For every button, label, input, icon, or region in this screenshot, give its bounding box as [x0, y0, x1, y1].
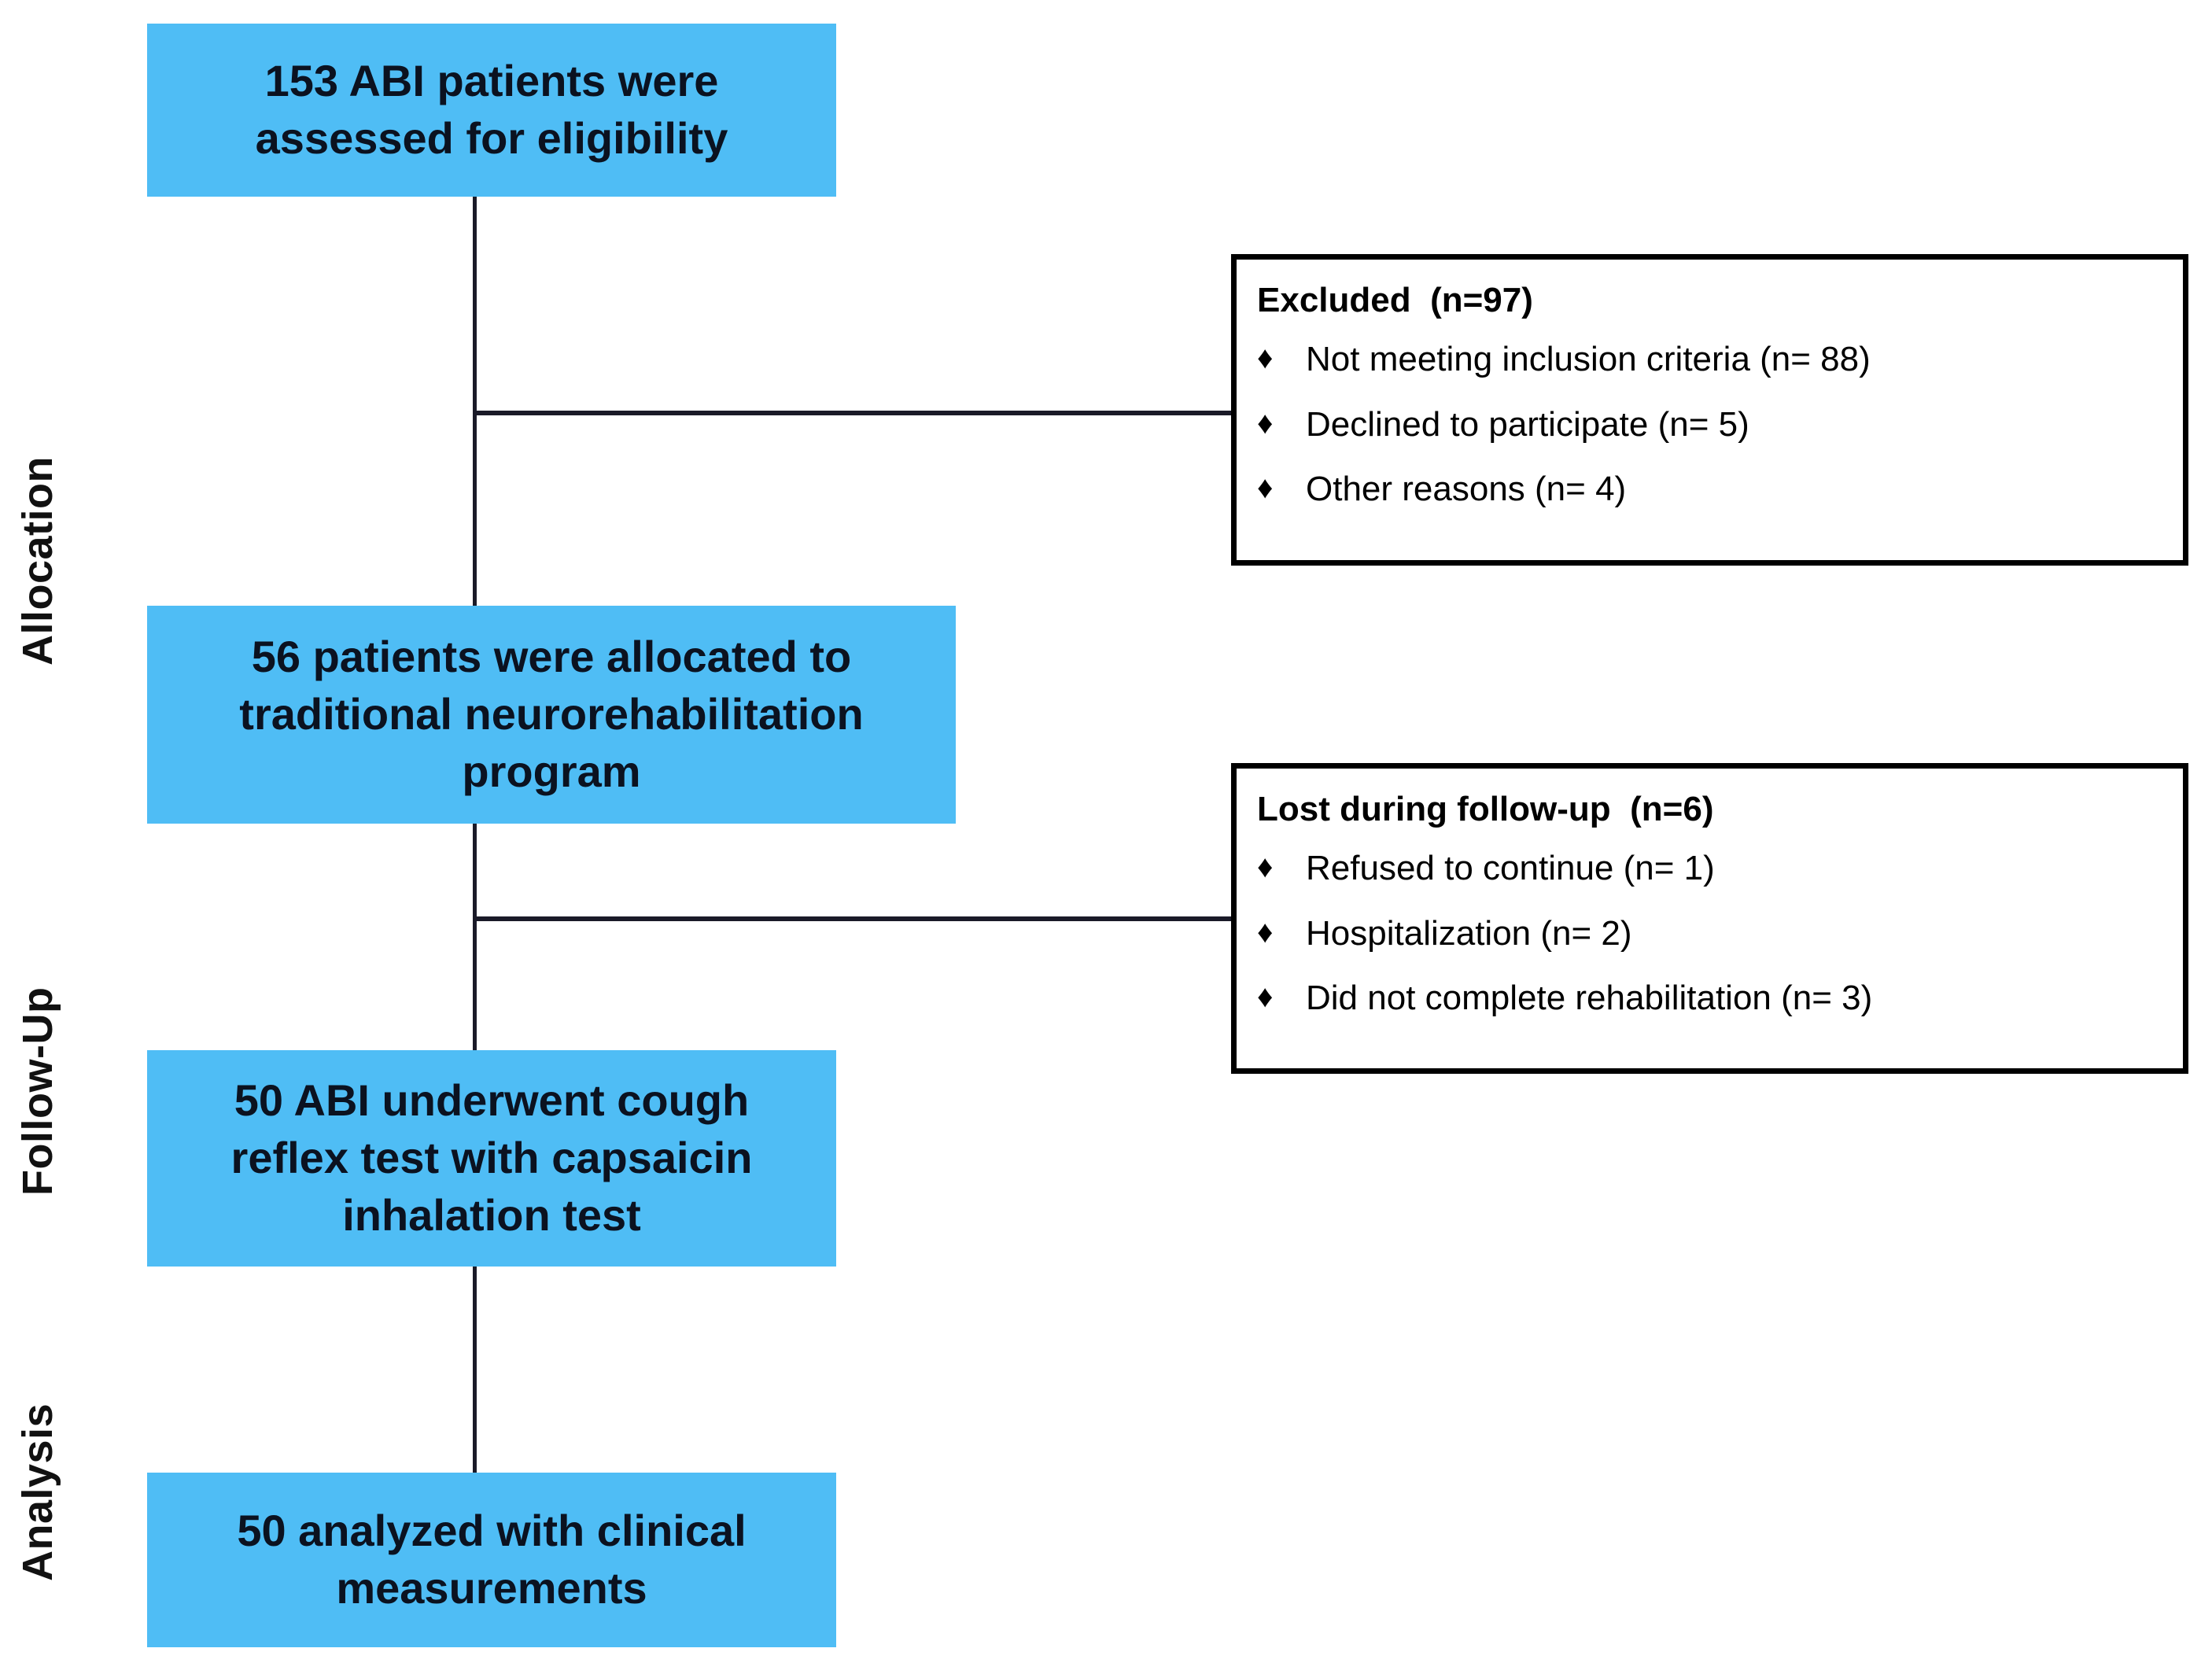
diamond-bullet-icon: ♦: [1257, 979, 1274, 1015]
list-item-label: Not meeting inclusion criteria (n= 88): [1306, 339, 1871, 378]
list-item-label: Refused to continue (n= 1): [1306, 848, 1715, 887]
list-item-label: Did not complete rehabilitation (n= 3): [1306, 979, 1873, 1018]
connector-followup-to-analysis: [473, 1267, 477, 1473]
connector-allocation-to-followup: [473, 824, 477, 1053]
list-item-label: Hospitalization (n= 2): [1306, 913, 1632, 953]
diamond-bullet-icon: ♦: [1257, 340, 1274, 375]
flow-box-enrollment-text: 153 ABI patients were assessed for eligi…: [255, 56, 728, 163]
diamond-bullet-icon: ♦: [1257, 405, 1274, 441]
stage-label-allocation-text: Allocation: [14, 455, 61, 666]
connector-allocation-to-lost: [473, 916, 1234, 921]
stage-label-follow-up: Follow-Up: [14, 987, 61, 1196]
stage-label-analysis: Analysis: [14, 1403, 61, 1581]
list-item: ♦ Declined to participate (n= 5): [1257, 404, 2166, 446]
side-box-excluded-title: Excluded (n=97): [1257, 281, 1533, 319]
list-item-label: Other reasons (n= 4): [1306, 470, 1627, 509]
flow-box-enrollment: 153 ABI patients were assessed for eligi…: [147, 24, 836, 197]
side-box-excluded-list: ♦ Not meeting inclusion criteria (n= 88)…: [1257, 339, 2166, 511]
list-item: ♦ Hospitalization (n= 2): [1257, 913, 2166, 955]
list-item: ♦ Refused to continue (n= 1): [1257, 848, 2166, 890]
flow-box-follow-up-text: 50 ABI underwent cough reflex test with …: [230, 1075, 753, 1240]
diamond-bullet-icon: ♦: [1257, 849, 1274, 884]
side-box-lost-follow-up-title: Lost during follow-up (n=6): [1257, 790, 1714, 828]
flow-box-allocation: 56 patients were allocated to traditiona…: [147, 606, 956, 824]
side-box-lost-follow-up-list: ♦ Refused to continue (n= 1) ♦ Hospitali…: [1257, 848, 2166, 1020]
flow-box-analysis-text: 50 analyzed with clinical measurements: [237, 1506, 747, 1613]
diamond-bullet-icon: ♦: [1257, 914, 1274, 949]
list-item: ♦ Not meeting inclusion criteria (n= 88): [1257, 339, 2166, 381]
side-box-lost-follow-up: Lost during follow-up (n=6) ♦ Refused to…: [1231, 763, 2188, 1074]
stage-label-allocation: Allocation: [14, 456, 61, 666]
side-box-excluded: Excluded (n=97) ♦ Not meeting inclusion …: [1231, 254, 2188, 566]
list-item: ♦ Did not complete rehabilitation (n= 3): [1257, 978, 2166, 1020]
list-item: ♦ Other reasons (n= 4): [1257, 469, 2166, 511]
flow-box-analysis: 50 analyzed with clinical measurements: [147, 1473, 836, 1647]
diamond-bullet-icon: ♦: [1257, 470, 1274, 506]
list-item-label: Declined to participate (n= 5): [1306, 404, 1749, 444]
stage-label-follow-up-text: Follow-Up: [14, 986, 61, 1196]
connector-enrollment-to-excluded: [473, 411, 1234, 415]
flow-box-follow-up: 50 ABI underwent cough reflex test with …: [147, 1050, 836, 1267]
stage-label-analysis-text: Analysis: [14, 1403, 61, 1581]
flow-box-allocation-text: 56 patients were allocated to traditiona…: [239, 632, 864, 796]
